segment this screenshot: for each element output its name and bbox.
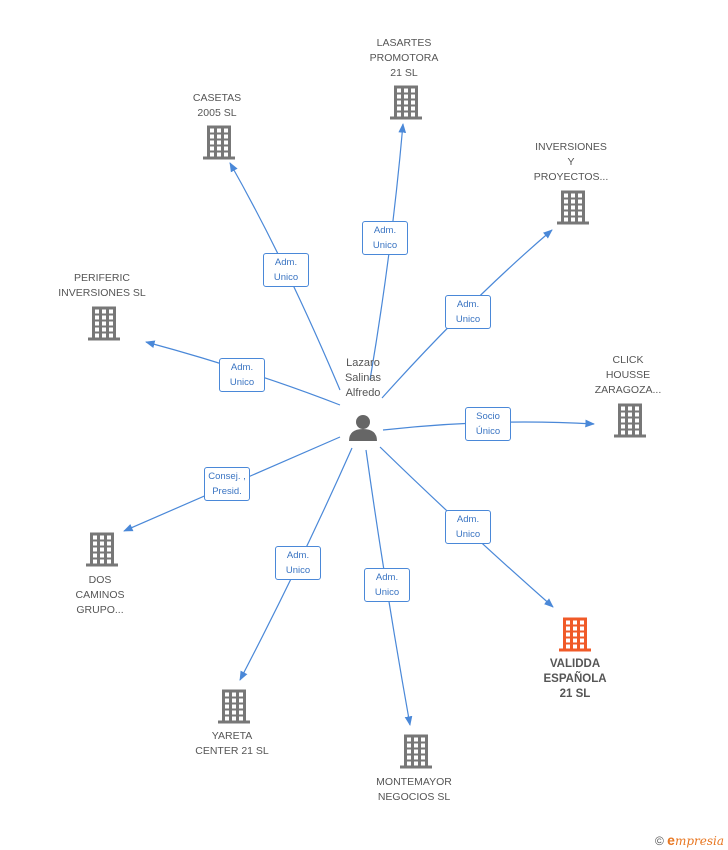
company-name-line: DOS: [88, 574, 112, 586]
brand-initial: e: [667, 832, 675, 848]
edge-label-line: Unico: [229, 377, 255, 388]
company-name-line: 21 SL: [390, 67, 418, 79]
building-icon[interactable]: [218, 689, 250, 724]
edge-label-line: Consej. ,: [208, 471, 246, 482]
company-node-inversiones[interactable]: INVERSIONES Y PROYECTOS...: [534, 140, 609, 185]
company-name-line: GRUPO...: [76, 604, 124, 616]
center-name-line: Lazaro: [346, 357, 380, 369]
company-name-line: HOUSSE: [605, 369, 651, 381]
center-name-line: Alfredo: [345, 387, 381, 399]
company-name-line: YARETA: [211, 730, 253, 742]
edge-label-validda[interactable]: Adm. Unico: [445, 510, 491, 544]
edge-label-line: Adm.: [230, 362, 254, 373]
company-name-line: PROYECTOS...: [533, 171, 609, 183]
company-node-periferic[interactable]: PERIFERIC INVERSIONES SL: [58, 271, 146, 301]
edge-label-periferic[interactable]: Adm. Unico: [219, 358, 265, 392]
edge-label-dos[interactable]: Consej. , Presid.: [204, 467, 250, 501]
building-icon[interactable]: [88, 306, 120, 341]
company-name-line: CASETAS: [192, 92, 242, 104]
edge-label-montemayor[interactable]: Adm. Unico: [364, 568, 410, 602]
company-name-line: 2005 SL: [197, 107, 237, 119]
company-name-line: 21 SL: [559, 688, 591, 700]
building-icon[interactable]: [614, 403, 646, 438]
edge-label-line: Adm.: [375, 572, 399, 583]
company-name-line: Y: [567, 156, 575, 168]
copyright-symbol: ©: [654, 834, 664, 848]
company-name-line: CLICK: [612, 354, 644, 366]
company-node-lasartes[interactable]: LASARTES PROMOTORA 21 SL: [370, 36, 439, 81]
company-node-yareta[interactable]: YARETA CENTER 21 SL: [195, 729, 269, 759]
edge-label-line: Adm.: [456, 514, 480, 525]
edge-label-line: Unico: [374, 587, 400, 598]
company-name-line: PERIFERIC: [73, 272, 130, 284]
company-name-line: VALIDDA: [549, 658, 601, 670]
edge-label-casetas[interactable]: Adm. Unico: [263, 253, 309, 287]
building-icon[interactable]: [557, 190, 589, 225]
edge-label-line: Unico: [455, 314, 481, 325]
edge-label-line: Unico: [285, 565, 311, 576]
edge-label-line: Adm.: [373, 225, 397, 236]
edge-label-inversiones[interactable]: Adm. Unico: [445, 295, 491, 329]
person-icon[interactable]: [349, 415, 377, 441]
building-icon[interactable]: [390, 85, 422, 120]
building-icon[interactable]: [400, 734, 432, 769]
edge-label-line: Unico: [455, 529, 481, 540]
company-name-line: CENTER 21 SL: [195, 745, 269, 757]
center-name-line: Salinas: [344, 372, 382, 384]
brand-name: mpresia: [674, 834, 724, 848]
building-icon[interactable]: [86, 532, 118, 567]
edge-label-line: Adm.: [286, 550, 310, 561]
company-name-line: LASARTES: [376, 37, 432, 49]
edge-label-line: Unico: [372, 240, 398, 251]
company-node-dos[interactable]: DOS CAMINOS GRUPO...: [75, 573, 124, 618]
company-name-line: INVERSIONES SL: [58, 287, 146, 299]
edge-label-line: Socio: [476, 411, 500, 422]
building-icon[interactable]: [203, 125, 235, 160]
company-node-montemayor[interactable]: MONTEMAYOR NEGOCIOS SL: [376, 775, 452, 805]
edge-label-line: Unico: [273, 272, 299, 283]
company-node-validda[interactable]: VALIDDA ESPAÑOLA 21 SL: [543, 657, 606, 702]
edge-label-line: Presid.: [212, 486, 242, 497]
footer-brand[interactable]: © empresia: [655, 832, 724, 848]
edge-label-line: Único: [475, 426, 501, 437]
edge-label-line: Adm.: [274, 257, 298, 268]
company-name-line: PROMOTORA: [369, 52, 439, 64]
company-name-line: NEGOCIOS SL: [377, 791, 451, 803]
building-icon[interactable]: [559, 617, 591, 652]
company-name-line: ZARAGOZA...: [594, 384, 662, 396]
company-name-line: MONTEMAYOR: [376, 776, 452, 788]
company-name-line: CAMINOS: [75, 589, 125, 601]
edge-label-yareta[interactable]: Adm. Unico: [275, 546, 321, 580]
edge-label-line: Adm.: [456, 299, 480, 310]
company-node-click[interactable]: CLICK HOUSSE ZARAGOZA...: [595, 353, 662, 398]
company-name-line: ESPAÑOLA: [543, 673, 607, 685]
center-person-name[interactable]: Lazaro Salinas Alfredo: [345, 356, 381, 401]
company-name-line: INVERSIONES: [535, 141, 607, 153]
company-node-casetas[interactable]: CASETAS 2005 SL: [193, 91, 241, 121]
edge-label-lasartes[interactable]: Adm. Unico: [362, 221, 408, 255]
